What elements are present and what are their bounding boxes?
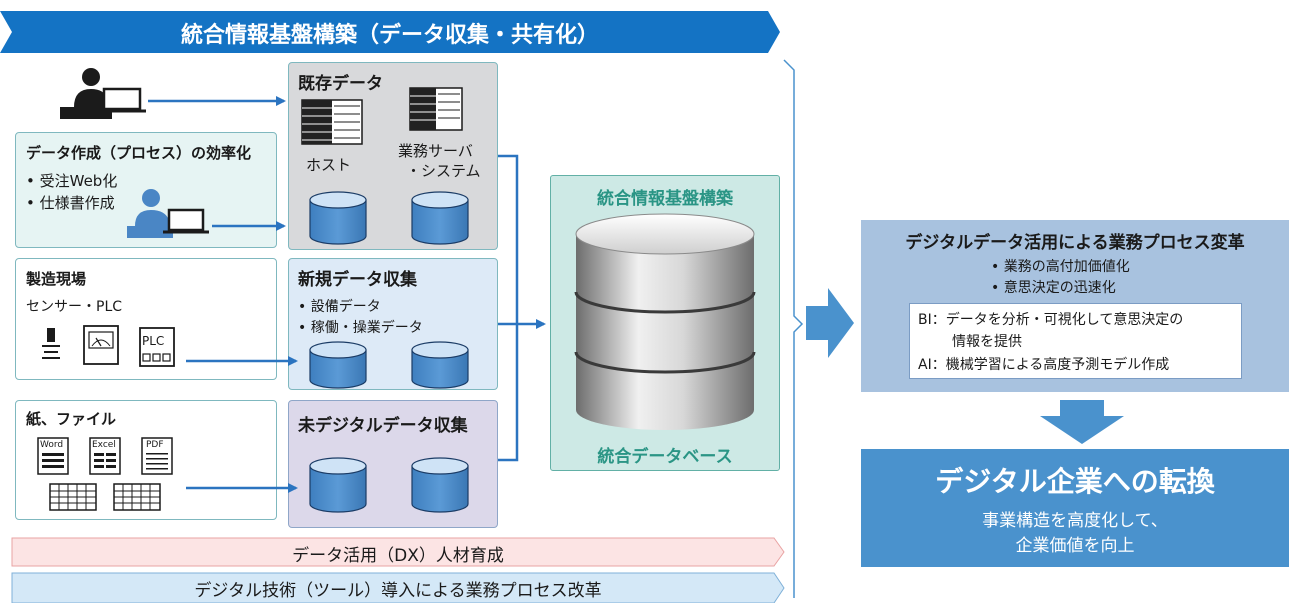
- document-icon: [141, 437, 173, 475]
- dx-bi-ai-box: [909, 303, 1242, 379]
- undigital-title: 未デジタルデータ収集: [298, 416, 468, 436]
- database-cylinder-icon: [309, 341, 367, 389]
- person-at-laptop-icon: [127, 189, 209, 238]
- dx-bullet-1: • 業務の高付加価値化: [991, 259, 1130, 275]
- server-rack-icon: [301, 99, 363, 145]
- down-arrow-icon: [1040, 400, 1124, 444]
- plc-label: PLC: [142, 334, 165, 348]
- person-at-laptop-icon: [60, 68, 146, 119]
- new-data-bullet-2: • 稼働・操業データ: [298, 320, 423, 336]
- paper-title: 紙、ファイル: [26, 410, 117, 428]
- dx-bullet-2: • 意思決定の迅速化: [991, 280, 1116, 296]
- database-cylinder-icon: [411, 341, 469, 389]
- database-cylinder-icon: [309, 191, 367, 245]
- plc-icon: [139, 327, 175, 367]
- new-data-bullet-1: • 設備データ: [298, 299, 381, 315]
- spreadsheet-icon: [113, 483, 161, 511]
- header-banner: [0, 11, 780, 53]
- efficiency-bullet-1: • 受注Web化: [26, 172, 118, 190]
- excel-label: Excel: [92, 440, 116, 450]
- talent-banner-text: データ活用（DX）人材育成: [292, 546, 504, 566]
- gauge-icon: [83, 325, 119, 365]
- database-cylinder-icon: [309, 457, 367, 513]
- talent-banner-shape: [11, 537, 785, 567]
- dx-ai-line: AI：機械学習による高度予測モデル作成: [918, 357, 1170, 373]
- dx-bi-line-2: 情報を提供: [952, 334, 1022, 350]
- database-cylinder-icon: [411, 191, 469, 245]
- server-label-1: 業務サーバ: [398, 142, 473, 160]
- conversion-title: デジタル企業への転換: [935, 465, 1215, 498]
- spreadsheet-icon: [49, 483, 97, 511]
- dx-title: デジタルデータ活用による業務プロセス変革: [905, 233, 1245, 253]
- server-label-2: ・システム: [406, 162, 481, 180]
- server-rack-icon: [409, 87, 463, 131]
- conversion-line-1: 事業構造を高度化して、: [982, 511, 1168, 531]
- pdf-label: PDF: [146, 440, 164, 450]
- factory-title: 製造現場: [26, 270, 87, 288]
- factory-subtitle: センサー・PLC: [26, 299, 123, 315]
- word-label: Word: [40, 440, 64, 450]
- section-bracket: [783, 59, 804, 598]
- host-label: ホスト: [306, 156, 352, 174]
- flow-arrows: [148, 96, 546, 493]
- integrated-title: 統合情報基盤構築: [597, 189, 733, 209]
- spreadsheet-icon: [89, 437, 121, 475]
- tools-banner-text: デジタル技術（ツール）導入による業務プロセス改革: [194, 581, 602, 601]
- database-cylinder-icon: [411, 457, 469, 513]
- efficiency-bullet-2: • 仕様書作成: [26, 194, 115, 212]
- header-title: 統合情報基盤構築（データ収集・共有化）: [180, 23, 599, 48]
- existing-data-title: 既存データ: [298, 74, 383, 94]
- sensor-icon: [42, 328, 60, 359]
- integrated-database-icon: [574, 213, 756, 430]
- document-icon: [37, 437, 69, 475]
- integrated-db-label: 統合データベース: [597, 447, 733, 467]
- dx-bi-line-1: BI：データを分析・可視化して意思決定の: [918, 312, 1184, 328]
- conversion-line-2: 企業価値を向上: [1015, 536, 1135, 556]
- efficiency-title: データ作成（プロセス）の効率化: [26, 144, 252, 162]
- right-arrow-icon: [806, 288, 854, 358]
- new-data-title: 新規データ収集: [298, 270, 417, 290]
- conversion-panel: [861, 449, 1289, 567]
